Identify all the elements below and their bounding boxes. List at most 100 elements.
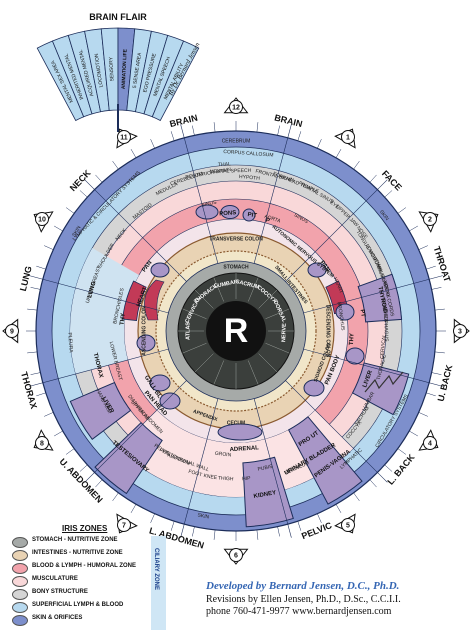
clock-spokes xyxy=(26,121,446,541)
ciliary-zone-label: CILIARY ZONE xyxy=(153,548,159,591)
sector-divider xyxy=(253,398,292,538)
organ-label: PONS xyxy=(219,210,236,217)
credits: Developed by Bernard Jensen, D.C., Ph.D.… xyxy=(206,580,466,617)
tick-mark xyxy=(426,392,436,397)
spine-divider xyxy=(265,308,290,319)
tick-mark xyxy=(30,287,41,290)
zone-label: CEREBRUM xyxy=(222,138,251,144)
ciliary-zone-bracket: CILIARY ZONE xyxy=(151,536,166,630)
tick-mark xyxy=(36,392,46,397)
organ-label: THY xyxy=(120,313,127,326)
parathyroid-shape xyxy=(335,303,355,321)
clock-number-circle xyxy=(341,130,355,145)
pineal-shape xyxy=(242,208,256,222)
tick-mark xyxy=(256,529,259,540)
legend-item: SKIN & ORIFICES xyxy=(8,614,158,626)
tick-mark xyxy=(434,351,445,354)
sector-divider xyxy=(303,348,443,387)
tick-mark xyxy=(79,464,88,472)
spine-divider xyxy=(194,353,214,373)
clock-number-circle xyxy=(229,548,243,562)
sector-divider xyxy=(180,124,219,264)
sector-divider xyxy=(285,380,388,483)
tick-mark xyxy=(54,430,63,437)
organ-label: KIDNEY xyxy=(253,490,276,500)
zone-label: HIP xyxy=(242,476,251,483)
sector-divider xyxy=(303,275,443,314)
region-label: PELVIC xyxy=(300,520,334,541)
spine-label: SACRUM xyxy=(235,279,260,291)
spine-divider xyxy=(213,277,224,302)
tick-mark xyxy=(397,448,407,455)
urinary-bladder-shape xyxy=(287,416,363,505)
flair-segment-label: 5 SENSE AREA xyxy=(132,52,143,89)
organ-label: PT xyxy=(359,309,366,318)
spine-divider xyxy=(258,353,278,373)
tick-mark xyxy=(418,412,428,417)
clock-number: 9 xyxy=(10,328,14,335)
credit-developer: Developed by Bernard Jensen, D.C., Ph.D. xyxy=(206,580,400,592)
flair-segment-label: SENSORY xyxy=(108,56,115,81)
sector-divider xyxy=(285,179,388,282)
tick-mark xyxy=(431,287,442,290)
credit-contact: phone 760-471-9977 www.bernardjensen.com xyxy=(206,606,392,617)
zone-label: KNEE xyxy=(203,473,218,481)
inner-label: STOMACH xyxy=(223,264,249,270)
zone-label: THIGH xyxy=(218,475,234,482)
clock-number: 8 xyxy=(40,440,44,447)
clock-number: 1 xyxy=(346,134,350,141)
zone-label: GROIN xyxy=(215,451,232,459)
legend-item: INTESTINES - NUTRITIVE ZONE xyxy=(8,549,158,561)
tick-mark xyxy=(170,521,175,531)
thymus-right-shape xyxy=(345,347,365,365)
tick-mark xyxy=(397,207,407,214)
organ-label: THORAX xyxy=(92,352,104,378)
legend-label: SKIN & ORIFICES xyxy=(32,615,83,621)
legend-swatch xyxy=(12,576,28,587)
tick-mark xyxy=(65,448,75,455)
tick-mark xyxy=(353,160,360,170)
tick-mark xyxy=(170,131,175,141)
clock-number: 12 xyxy=(232,104,240,111)
region-label: BRAIN xyxy=(273,113,303,130)
tick-mark xyxy=(95,174,103,183)
spine-divider xyxy=(258,289,278,309)
region-label: THORAX xyxy=(19,371,39,410)
zone-label: PLEURA xyxy=(66,332,73,353)
legend-title: IRIS ZONES xyxy=(62,524,108,533)
sector-divider xyxy=(180,398,219,538)
tick-mark xyxy=(130,504,137,513)
zone-label: CERVICAL xyxy=(379,334,388,360)
spine-label: NERVE xyxy=(281,323,288,342)
tick-mark xyxy=(317,513,322,523)
heart-shape-left xyxy=(122,280,147,321)
legend-label: BONY STRUCTURE xyxy=(32,589,88,595)
tick-mark xyxy=(353,492,360,502)
legend-swatch xyxy=(12,537,28,548)
inner-label: TRANSVERSE COLON xyxy=(209,236,263,242)
kidney-shape xyxy=(242,456,294,528)
tick-mark xyxy=(277,526,280,537)
organ-label: THY xyxy=(349,333,356,345)
spine-divider xyxy=(213,360,224,385)
sector-divider xyxy=(29,348,169,387)
spine-divider xyxy=(182,343,207,354)
tick-mark xyxy=(95,479,103,488)
tick-mark xyxy=(431,372,442,375)
organ-label: LIVER xyxy=(362,369,374,388)
liver-shape-right xyxy=(351,362,410,416)
organ-shapes xyxy=(69,204,410,528)
sector-divider xyxy=(84,380,187,483)
tick-mark xyxy=(409,430,418,437)
clock-number-circle xyxy=(117,517,131,532)
zone-label: BRONCHUS xyxy=(336,302,346,332)
region-label: BRAIN xyxy=(169,113,199,130)
tick-mark xyxy=(317,139,322,149)
tick-mark xyxy=(384,464,393,472)
clock-number-circle xyxy=(35,212,50,226)
tick-mark xyxy=(369,174,377,183)
spine-line xyxy=(364,371,404,393)
zone-label: LARYNX xyxy=(380,278,391,299)
testes-shape xyxy=(94,421,163,495)
